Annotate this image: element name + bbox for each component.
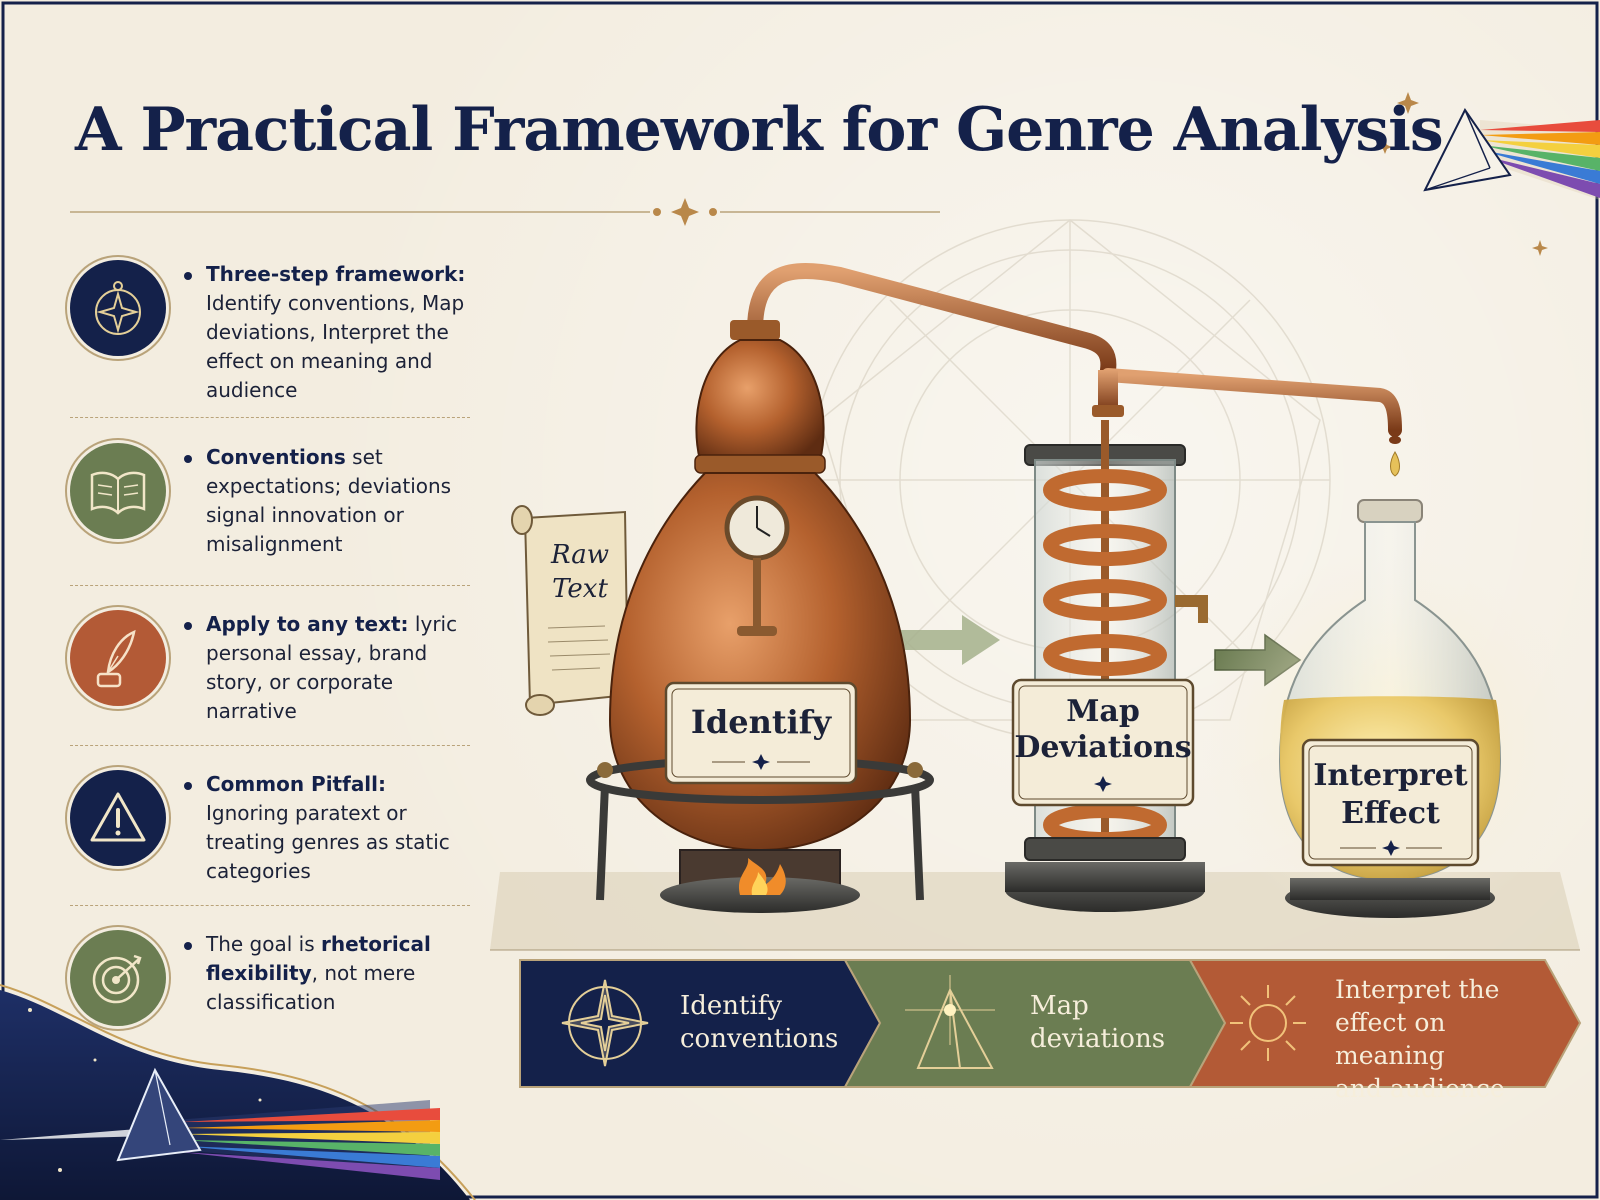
pyramid-icon [905,975,995,1069]
bullet-text: Apply to any text: lyric personal essay,… [206,612,458,723]
divider [70,745,470,746]
label-plaque-map [1011,678,1195,807]
flow-arrow-2 [900,615,1000,665]
still-label: Identify [690,703,832,741]
bullet-dot [184,782,192,790]
pot-still [586,320,934,913]
copper-pipe [747,262,1402,477]
process-banner [519,959,1582,1088]
condenser [1005,420,1208,912]
banner-step-identify: Identify conventions [680,991,839,1054]
bullet-three-step: Three-step framework: Identify conventio… [70,260,470,410]
sun-icon [1230,985,1306,1061]
target-icon [70,930,166,1026]
flask-label: Interpret Effect [1313,758,1468,831]
warning-icon [70,770,166,866]
bullet-goal: The goal is rhetorical flexibility, not … [70,930,470,1080]
compass-icon [70,260,166,356]
bullet-text: Three-step framework: Identify conventio… [206,262,466,402]
banner-step-map: Map deviations [1030,991,1166,1054]
bullet-text: Conventions set expectations; deviations… [206,445,452,556]
open-book-icon [70,443,166,539]
page-title: A Practical Framework for Genre Analysis [75,95,1444,165]
prism-icon-top [1378,92,1600,256]
banner-step-interpret: Interpret the effect on meaning and audi… [1335,975,1505,1103]
scroll-label: Raw Text [551,540,609,604]
bullet-conventions: Conventions set expectations; deviations… [70,443,470,593]
bullet-dot [184,942,192,950]
compass-rose-icon [561,979,649,1067]
bullet-dot [184,622,192,630]
label-plaque-interpret [1301,738,1480,867]
raw-text-scroll [511,505,630,716]
quill-icon [70,610,166,706]
bullet-apply: Apply to any text: lyric personal essay,… [70,610,470,760]
title-divider [70,198,940,226]
bullet-dot [184,272,192,280]
divider [70,417,470,418]
wave-prism-bottom [0,984,476,1200]
bullet-text: The goal is rhetorical flexibility, not … [206,932,431,1014]
bullet-dot [184,455,192,463]
bullet-pitfall: Common Pitfall: Ignoring paratext or tre… [70,770,470,920]
divider [70,585,470,586]
condenser-label: Map Deviations [1014,694,1192,765]
divider [70,905,470,906]
label-plaque-identify [664,681,858,785]
bullet-text: Common Pitfall: Ignoring paratext or tre… [206,772,450,883]
